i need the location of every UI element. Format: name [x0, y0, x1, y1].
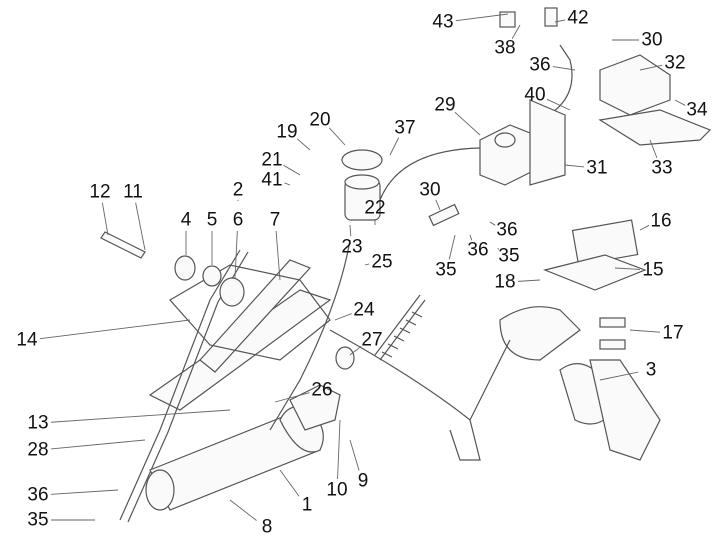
callout-17: 17: [662, 322, 684, 344]
callout-34: 34: [686, 99, 708, 121]
leader-line-14: [39, 319, 191, 340]
leader-line-17: [629, 329, 661, 333]
frame-part: [119, 249, 332, 523]
callout-36: 36: [529, 54, 551, 76]
leader-line-40: [546, 98, 571, 111]
leader-line-43: [455, 13, 509, 22]
leader-line-23: [349, 224, 352, 237]
leader-line-13: [50, 409, 231, 423]
callout-41: 41: [261, 169, 283, 191]
leader-line-8: [229, 499, 257, 521]
callout-13: 13: [27, 412, 49, 434]
leader-line-28: [50, 439, 146, 450]
leader-line-15: [614, 267, 641, 270]
callout-7: 7: [269, 209, 281, 231]
reservoir-part: [341, 149, 383, 221]
callout-16: 16: [650, 210, 672, 232]
callout-36: 36: [496, 219, 518, 241]
callout-5: 5: [206, 209, 218, 231]
leader-line-18: [517, 279, 541, 282]
callout-20: 20: [309, 109, 331, 131]
callout-21: 21: [261, 149, 283, 171]
callout-23: 23: [341, 236, 363, 258]
callout-25: 25: [371, 251, 393, 273]
callout-10: 10: [326, 479, 348, 501]
callout-32: 32: [664, 52, 686, 74]
callout-19: 19: [276, 121, 298, 143]
leader-line-25: [364, 263, 370, 266]
return-spring-part: [374, 294, 426, 361]
leader-line-35: [448, 234, 456, 260]
callout-42: 42: [567, 7, 589, 29]
callout-36: 36: [27, 484, 49, 506]
leader-line-36: [552, 66, 576, 71]
callout-35: 35: [435, 259, 457, 281]
callout-18: 18: [494, 271, 516, 293]
leader-line-7: [275, 230, 281, 281]
leader-line-12: [101, 202, 109, 236]
callout-15: 15: [642, 259, 664, 281]
leader-line-29: [454, 111, 481, 136]
leader-line-30: [435, 199, 441, 211]
callout-43: 43: [432, 11, 454, 33]
leader-line-24: [334, 313, 352, 321]
callout-4: 4: [180, 209, 192, 231]
callout-8: 8: [261, 516, 273, 538]
callout-30: 30: [419, 179, 441, 201]
leader-line-1: [279, 469, 300, 497]
callout-30: 30: [641, 29, 663, 51]
leader-line-9: [349, 439, 360, 471]
callout-38: 38: [494, 37, 516, 59]
heel-plate-part: [543, 219, 661, 461]
leader-line-36: [469, 234, 473, 241]
callout-36: 36: [467, 239, 489, 261]
leader-line-32: [639, 64, 663, 71]
leader-line-26: [274, 392, 310, 403]
callout-11: 11: [123, 181, 143, 203]
abs-valve-part: [479, 54, 712, 186]
leader-line-11: [135, 202, 146, 251]
leader-line-16: [639, 224, 650, 231]
callout-12: 12: [89, 181, 111, 203]
callout-27: 27: [361, 329, 383, 351]
leader-line-21: [283, 164, 301, 176]
leader-line-33: [649, 139, 658, 159]
leader-line-19: [296, 138, 311, 151]
leader-line-27: [349, 345, 362, 356]
callout-9: 9: [357, 470, 369, 492]
leader-line-41: [284, 182, 291, 186]
callout-24: 24: [353, 299, 375, 321]
callout-26: 26: [311, 379, 333, 401]
callout-28: 28: [27, 439, 49, 461]
leader-line-38: [511, 24, 521, 40]
master-cylinder-part: [145, 384, 341, 511]
callout-2: 2: [232, 179, 244, 201]
leader-line-37: [389, 137, 400, 156]
leader-line-34: [674, 99, 686, 106]
callout-14: 14: [16, 329, 38, 351]
callout-31: 31: [586, 157, 608, 179]
callout-37: 37: [394, 117, 416, 139]
callout-1: 1: [301, 494, 313, 516]
leader-line-10: [337, 419, 341, 480]
leader-line-31: [564, 164, 585, 168]
callout-35: 35: [498, 245, 520, 267]
callout-40: 40: [524, 84, 546, 106]
callout-3: 3: [645, 359, 657, 381]
brake-pedal-part: [329, 306, 581, 461]
callout-29: 29: [434, 94, 456, 116]
leader-line-20: [328, 127, 346, 146]
small-parts: [100, 7, 626, 370]
callout-6: 6: [232, 209, 244, 231]
callout-35: 35: [27, 509, 49, 531]
leader-line-42: [554, 19, 566, 23]
leader-line-36: [489, 221, 496, 226]
leader-line-3: [599, 371, 639, 381]
leader-line-36: [50, 489, 119, 495]
leader-line-6: [234, 230, 238, 279]
callout-33: 33: [651, 157, 673, 179]
callout-22: 22: [364, 197, 386, 219]
